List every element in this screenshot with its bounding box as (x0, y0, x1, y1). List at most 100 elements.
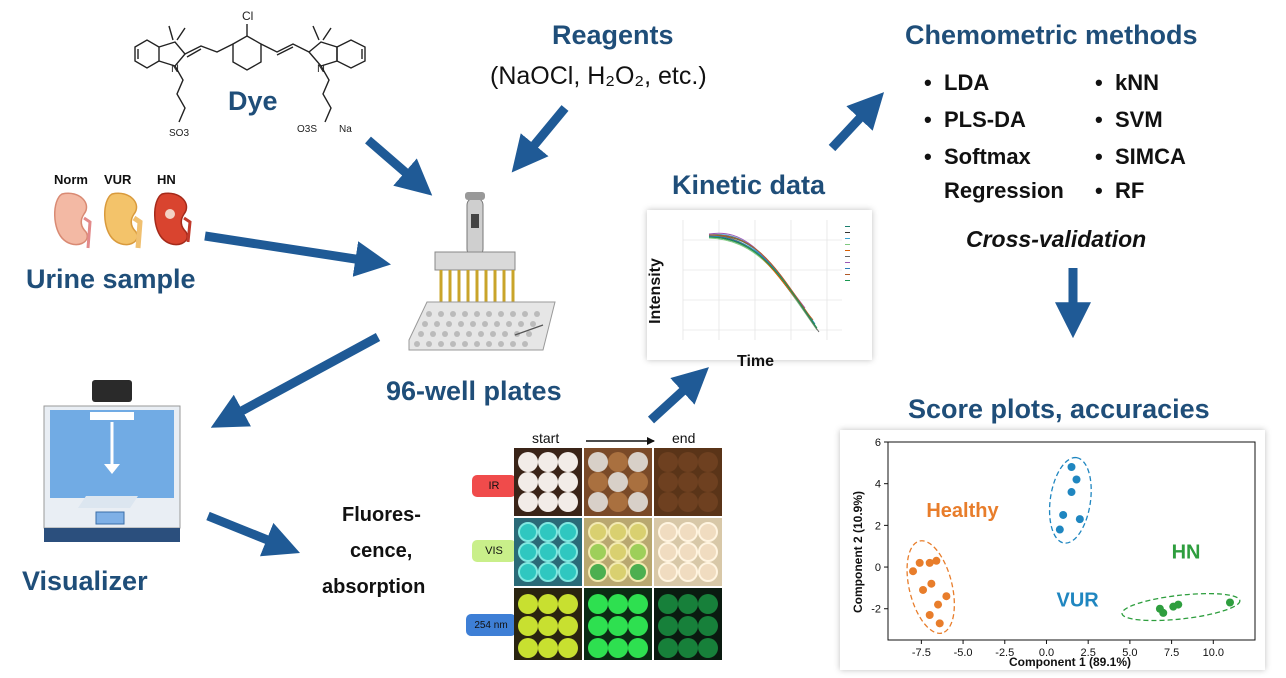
data-point (1075, 515, 1084, 524)
bullet: • (1095, 144, 1103, 169)
x-tick-label: 10.0 (1203, 647, 1224, 659)
bullet: • (924, 70, 932, 95)
visualizer-title: Visualizer (22, 566, 148, 596)
data-point (934, 600, 943, 609)
well-photos: start end IR VIS 254 nm (460, 428, 730, 660)
series-label-healthy: Healthy (926, 500, 999, 522)
dye-label: Dye (228, 86, 278, 116)
method-svm: SVM (1115, 107, 1163, 132)
reagents-title: Reagents (552, 20, 674, 50)
kinetic-x-label: Time (737, 353, 775, 370)
x-axis-label: Component 1 (89.1%) (1009, 655, 1131, 669)
data-point (1055, 525, 1064, 534)
kinetic-plot: Intensity (647, 210, 872, 360)
fluorescence-line-1: Fluores- (342, 504, 421, 526)
data-point (942, 592, 951, 601)
arrow-reagents-to-plates (511, 105, 569, 173)
kinetic-curves (682, 220, 850, 340)
start-label: start (532, 430, 560, 446)
well-grid-photo (514, 448, 722, 660)
row-label-254nm: 254 nm (466, 614, 516, 636)
method-simca: SIMCA (1115, 144, 1186, 169)
plot-frame (887, 441, 1256, 641)
method-rf: RF (1115, 178, 1145, 203)
kidneys-icon (54, 192, 192, 249)
bullet: • (1095, 178, 1103, 203)
kidney-label-norm: Norm (54, 172, 88, 187)
kidney-norm-icon (54, 192, 92, 249)
method-pls-da: PLS-DA (944, 107, 1026, 132)
row-label-ir: IR (472, 475, 516, 497)
chem-n-left: N (171, 63, 179, 75)
x-tick-label: -5.0 (954, 647, 973, 659)
reagents-subtitle: (NaOCl, H₂O₂, etc.) (490, 62, 707, 90)
time-arrow (586, 437, 655, 445)
data-points (909, 463, 1234, 628)
cluster-ellipse (1121, 592, 1241, 622)
chemometric-title: Chemometric methods (905, 20, 1198, 50)
method-lda: LDA (944, 70, 990, 95)
data-point (1067, 488, 1076, 497)
bullet: • (924, 144, 932, 169)
data-point (927, 579, 936, 588)
data-point (915, 558, 924, 567)
x-tick-label: 2.5 (1081, 647, 1096, 659)
cluster-ellipse (1048, 456, 1092, 544)
data-point (1072, 475, 1081, 484)
data-point (925, 558, 934, 567)
data-point (935, 619, 944, 628)
y-axis-label: Component 2 (10.9%) (851, 491, 865, 613)
y-tick-label: -2 (871, 604, 881, 616)
data-point (1174, 600, 1183, 609)
kidney-vur-icon (104, 192, 143, 249)
x-ticks: -7.5 -5.0 -2.5 0.0 2.5 5.0 7.5 10.0 (912, 640, 1224, 659)
kinetic-data-title: Kinetic data (672, 170, 826, 200)
y-tick-label: 2 (875, 520, 881, 532)
arrow-wells-to-kinetic (647, 367, 709, 424)
chem-so3-left: SO3 (169, 128, 189, 139)
well-plate-icon (408, 301, 556, 351)
arrow-visualizer-to-fluorescence (206, 511, 301, 557)
chem-n-right: N (317, 63, 325, 75)
kidney-label-vur: VUR (104, 172, 132, 187)
method-regression: Regression (944, 178, 1064, 203)
arrow-urine-to-plates (204, 231, 392, 277)
kidney-hn-icon (154, 192, 192, 246)
dye-molecule: Cl N N SO3 O3S Na (125, 2, 395, 147)
urine-sample-title: Urine sample (26, 264, 196, 294)
well-plates-title: 96-well plates (386, 376, 562, 406)
x-tick-label: 5.0 (1122, 647, 1137, 659)
method-softmax: Softmax (944, 144, 1031, 169)
method-knn: kNN (1115, 70, 1160, 95)
y-tick-label: 0 (875, 562, 881, 574)
data-point (919, 585, 928, 594)
visualizer-device-icon (43, 380, 181, 542)
pipette-plate-illustration (408, 192, 556, 351)
kinetic-y-label: Intensity (646, 258, 664, 324)
row-label-vis: VIS (472, 540, 516, 562)
bullet: • (924, 107, 932, 132)
kidney-labels: Norm VUR HN (52, 172, 202, 192)
data-point (1159, 608, 1168, 617)
bullet: • (1095, 107, 1103, 132)
data-point (1225, 598, 1234, 607)
fluorescence-line-3: absorption (322, 576, 426, 598)
data-point (909, 567, 918, 576)
kidney-label-hn: HN (157, 172, 176, 187)
pipette-icon (434, 192, 516, 318)
x-tick-label: 7.5 (1164, 647, 1179, 659)
arrow-plates-to-visualizer (210, 333, 381, 428)
x-tick-label: -7.5 (912, 647, 931, 659)
arrow-kinetic-to-chemometric (828, 92, 885, 152)
chem-na: Na (339, 124, 352, 135)
x-tick-label: 0.0 (1039, 647, 1054, 659)
series-label-vur: VUR (1056, 590, 1099, 612)
chem-cl: Cl (242, 9, 253, 23)
x-tick-label: -2.5 (995, 647, 1014, 659)
score-plots-title: Score plots, accuracies (908, 394, 1210, 424)
data-point (932, 556, 941, 565)
fluorescence-line-2: cence, (350, 540, 413, 562)
y-tick-label: 6 (875, 437, 881, 449)
